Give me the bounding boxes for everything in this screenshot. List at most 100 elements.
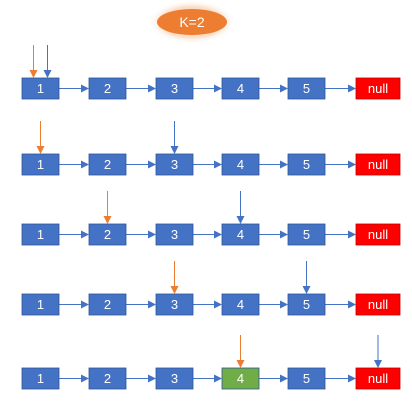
node-box (21, 367, 60, 390)
node-box (287, 293, 326, 316)
node-box (88, 153, 127, 176)
node-box (88, 367, 127, 390)
list-node: 1 (21, 153, 60, 176)
node-box (21, 153, 60, 176)
node-label: 1 (37, 227, 44, 242)
node-box (355, 153, 401, 176)
k-badge: K=2 (148, 0, 236, 44)
node-label: 2 (104, 371, 111, 386)
null-node: null (355, 367, 401, 390)
node-box (355, 77, 401, 100)
node-label: null (368, 227, 388, 242)
list-node: 2 (88, 367, 127, 390)
node-box (221, 367, 260, 390)
node-box (21, 77, 60, 100)
node-label: 3 (171, 157, 178, 172)
node-box (155, 293, 194, 316)
node-box (155, 153, 194, 176)
node-label: 5 (303, 157, 310, 172)
node-box (221, 153, 260, 176)
null-node: null (355, 293, 401, 316)
node-box (287, 367, 326, 390)
list-node: 1 (21, 77, 60, 100)
list-node: 4 (221, 223, 260, 246)
list-node: 5 (287, 153, 326, 176)
null-node: null (355, 223, 401, 246)
node-label: 4 (237, 157, 244, 172)
list-rows: 1 2 3 4 5 null 1 2 3 4 5 null 1 2 3 4 5 null 1 2 3 4 5 null 1 2 3 4… (21, 45, 401, 390)
list-node: 5 (287, 77, 326, 100)
node-box (21, 223, 60, 246)
k-badge-label: K=2 (179, 14, 205, 30)
node-label: 5 (303, 371, 310, 386)
list-node: 4 (221, 293, 260, 316)
list-node: 4 (221, 77, 260, 100)
list-node: 3 (155, 293, 194, 316)
null-node: null (355, 77, 401, 100)
list-row: 1 2 3 4 5 null (21, 261, 401, 316)
node-label: null (368, 371, 388, 386)
node-label: 2 (104, 297, 111, 312)
list-node: 5 (287, 367, 326, 390)
node-box (355, 367, 401, 390)
node-label: 2 (104, 227, 111, 242)
list-node: 3 (155, 223, 194, 246)
node-box (287, 153, 326, 176)
list-node: 1 (21, 367, 60, 390)
list-row: 1 2 3 4 5 null (21, 335, 401, 390)
node-box (287, 77, 326, 100)
list-node: 5 (287, 293, 326, 316)
null-node: null (355, 153, 401, 176)
list-node: 2 (88, 293, 127, 316)
node-box (155, 367, 194, 390)
node-label: null (368, 81, 388, 96)
node-label: null (368, 297, 388, 312)
node-label: 3 (171, 297, 178, 312)
list-node: 3 (155, 153, 194, 176)
node-label: 4 (237, 81, 244, 96)
node-box (355, 293, 401, 316)
list-node: 2 (88, 223, 127, 246)
node-label: 1 (37, 297, 44, 312)
node-box (287, 223, 326, 246)
node-label: 2 (104, 157, 111, 172)
node-label: 1 (37, 81, 44, 96)
node-box (221, 223, 260, 246)
list-node: 1 (21, 293, 60, 316)
node-label: null (368, 157, 388, 172)
node-label: 1 (37, 371, 44, 386)
node-label: 1 (37, 157, 44, 172)
node-label: 2 (104, 81, 111, 96)
list-node: 5 (287, 223, 326, 246)
list-row: 1 2 3 4 5 null (21, 45, 401, 100)
list-node: 4 (221, 153, 260, 176)
list-node: 2 (88, 77, 127, 100)
node-box (155, 223, 194, 246)
node-box (221, 293, 260, 316)
node-box (88, 293, 127, 316)
node-label: 4 (237, 371, 244, 386)
node-label: 3 (171, 371, 178, 386)
node-box (21, 293, 60, 316)
node-box (355, 223, 401, 246)
list-node: 2 (88, 153, 127, 176)
node-label: 4 (237, 297, 244, 312)
node-label: 3 (171, 81, 178, 96)
node-box (88, 223, 127, 246)
node-label: 3 (171, 227, 178, 242)
list-node: 3 (155, 367, 194, 390)
node-box (88, 77, 127, 100)
node-box (221, 77, 260, 100)
k-badge-shape (157, 9, 227, 35)
node-label: 4 (237, 227, 244, 242)
node-label: 5 (303, 297, 310, 312)
list-node: 4 (221, 367, 260, 390)
node-box (155, 77, 194, 100)
node-label: 5 (303, 81, 310, 96)
list-row: 1 2 3 4 5 null (21, 121, 401, 176)
list-node: 1 (21, 223, 60, 246)
list-node: 3 (155, 77, 194, 100)
node-label: 5 (303, 227, 310, 242)
